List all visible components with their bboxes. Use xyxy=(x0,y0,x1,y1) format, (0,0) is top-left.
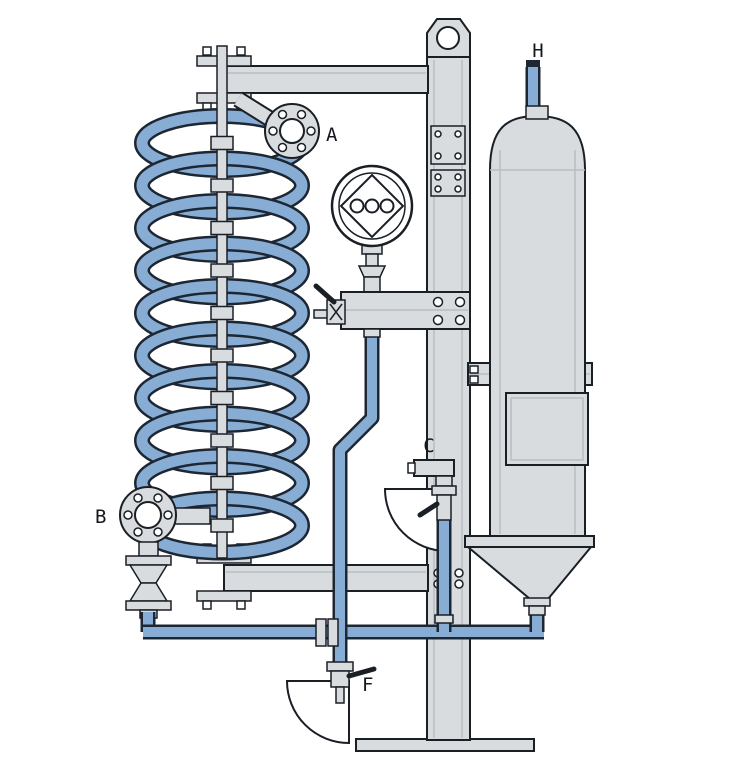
indicator-pipe-collar xyxy=(363,328,381,338)
pipe-union xyxy=(315,618,339,647)
sample-valve-c xyxy=(407,459,457,521)
inlet-flange-a xyxy=(233,91,320,159)
coil-support-rod xyxy=(216,45,228,559)
rod-clamp xyxy=(210,348,234,363)
funnel-outlet-fitting xyxy=(523,597,551,616)
tee-collar xyxy=(434,614,454,624)
vessel-panel xyxy=(505,392,589,466)
rod-clamp xyxy=(210,178,234,193)
label-f: F xyxy=(362,674,373,696)
rod-clamp xyxy=(210,433,234,448)
rod-clamp xyxy=(210,135,234,151)
drain-valve-f xyxy=(326,661,377,704)
vessel-neck xyxy=(525,105,549,120)
rod-clamp xyxy=(210,220,234,236)
rod-clamp xyxy=(210,305,234,321)
label-b: B xyxy=(95,506,106,528)
pipe-end-cap xyxy=(526,60,540,67)
sample-cylinder xyxy=(489,114,586,541)
valve-handle xyxy=(313,283,337,305)
flow-indicator xyxy=(330,164,414,295)
label-c: C xyxy=(423,435,434,457)
valve-handle xyxy=(417,501,440,518)
coil-rod-clamps xyxy=(210,135,234,533)
top-support-arm xyxy=(223,65,429,94)
drip-tube xyxy=(335,686,345,704)
rod-clamp xyxy=(210,518,234,533)
vessel-gas-pipe xyxy=(525,60,549,120)
rod-clamp xyxy=(210,390,234,406)
bottom-support-arm xyxy=(223,564,464,592)
rod-clamp xyxy=(210,263,234,278)
indicator-bracket xyxy=(340,291,471,330)
vessel-funnel xyxy=(464,535,595,600)
column-mounting-plates xyxy=(430,125,466,197)
lifting-hole xyxy=(436,26,460,50)
sample-piping xyxy=(140,334,545,666)
drip-pan-f xyxy=(285,680,350,745)
rod-clamp xyxy=(210,475,234,491)
indicator-valve xyxy=(313,283,346,325)
label-h: H xyxy=(532,40,543,62)
flange-coupling xyxy=(125,541,172,619)
valve-handle xyxy=(346,666,377,679)
outlet-flange-b xyxy=(119,486,211,544)
label-a: A xyxy=(326,124,338,146)
